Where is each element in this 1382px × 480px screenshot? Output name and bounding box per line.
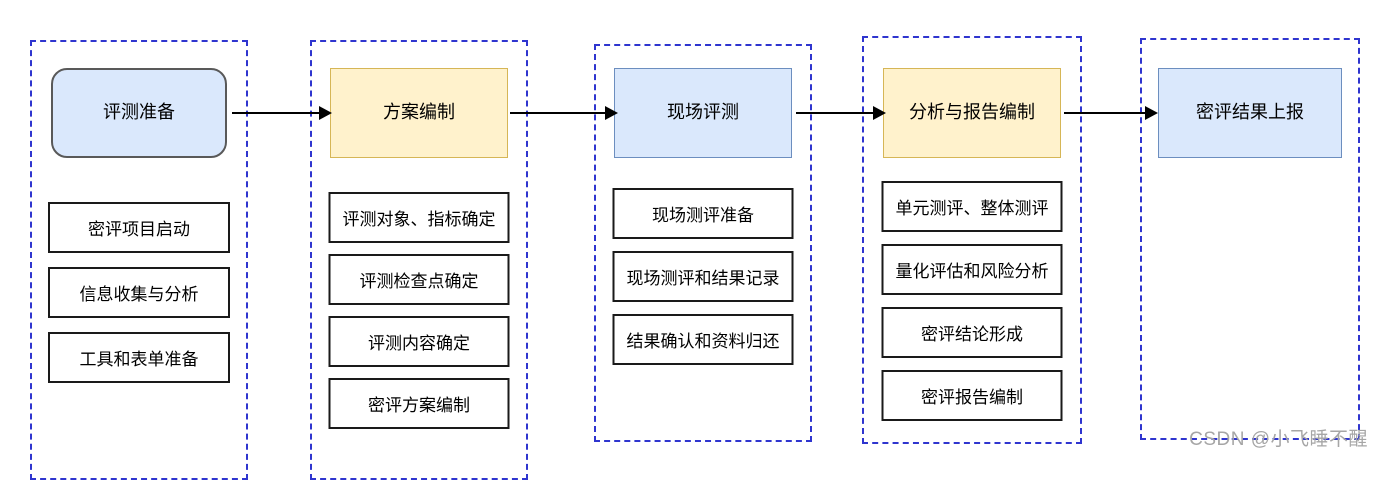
phase-steps-onsite: 现场测评准备 现场测评和结果记录 结果确认和资料归还 bbox=[612, 188, 794, 365]
flow-arrow-4 bbox=[1064, 106, 1158, 120]
step-box: 工具和表单准备 bbox=[48, 332, 230, 383]
step-box: 评测检查点确定 bbox=[328, 254, 510, 305]
step-box: 现场测评准备 bbox=[612, 188, 794, 239]
phase-header-preparation: 评测准备 bbox=[51, 68, 227, 158]
step-box: 现场测评和结果记录 bbox=[612, 251, 794, 302]
step-box: 单元测评、整体测评 bbox=[881, 181, 1063, 232]
phase-header-label: 方案编制 bbox=[383, 102, 455, 123]
step-box: 评测内容确定 bbox=[328, 316, 510, 367]
phase-container-result-report: 密评结果上报 bbox=[1140, 38, 1360, 440]
flow-arrow-2 bbox=[510, 106, 618, 120]
step-box: 信息收集与分析 bbox=[48, 267, 230, 318]
phase-container-onsite: 现场评测 现场测评准备 现场测评和结果记录 结果确认和资料归还 bbox=[594, 44, 812, 442]
csdn-watermark: CSDN @小飞睡不醒 bbox=[1189, 429, 1368, 450]
phase-header-result-report: 密评结果上报 bbox=[1158, 68, 1342, 158]
flow-arrow-3 bbox=[796, 106, 886, 120]
arrow-shaft bbox=[510, 112, 605, 114]
phase-header-plan: 方案编制 bbox=[330, 68, 508, 158]
phase-steps-preparation: 密评项目启动 信息收集与分析 工具和表单准备 bbox=[48, 202, 230, 383]
phase-container-plan: 方案编制 评测对象、指标确定 评测检查点确定 评测内容确定 密评方案编制 bbox=[310, 40, 528, 480]
step-box: 量化评估和风险分析 bbox=[881, 244, 1063, 295]
arrow-right-icon bbox=[319, 106, 332, 120]
phase-container-analysis-report: 分析与报告编制 单元测评、整体测评 量化评估和风险分析 密评结论形成 密评报告编… bbox=[862, 36, 1082, 444]
step-box: 密评方案编制 bbox=[328, 378, 510, 429]
phase-container-preparation: 评测准备 密评项目启动 信息收集与分析 工具和表单准备 bbox=[30, 40, 248, 480]
arrow-right-icon bbox=[605, 106, 618, 120]
phase-header-label: 评测准备 bbox=[103, 102, 175, 123]
phase-steps-plan: 评测对象、指标确定 评测检查点确定 评测内容确定 密评方案编制 bbox=[328, 192, 510, 429]
step-box: 评测对象、指标确定 bbox=[328, 192, 510, 243]
flow-arrow-1 bbox=[232, 106, 332, 120]
step-box: 密评项目启动 bbox=[48, 202, 230, 253]
phase-header-analysis-report: 分析与报告编制 bbox=[883, 68, 1061, 158]
phase-header-onsite: 现场评测 bbox=[614, 68, 792, 158]
step-box: 密评结论形成 bbox=[881, 307, 1063, 358]
step-box: 结果确认和资料归还 bbox=[612, 314, 794, 365]
arrow-right-icon bbox=[1145, 106, 1158, 120]
flowchart-canvas: 评测准备 密评项目启动 信息收集与分析 工具和表单准备 方案编制 评测对象、指标… bbox=[30, 36, 1368, 480]
arrow-shaft bbox=[1064, 112, 1145, 114]
phase-header-label: 密评结果上报 bbox=[1196, 102, 1304, 123]
phase-steps-analysis-report: 单元测评、整体测评 量化评估和风险分析 密评结论形成 密评报告编制 bbox=[881, 181, 1063, 421]
phase-header-label: 现场评测 bbox=[667, 102, 739, 123]
arrow-shaft bbox=[232, 112, 319, 114]
arrow-right-icon bbox=[873, 106, 886, 120]
arrow-shaft bbox=[796, 112, 873, 114]
step-box: 密评报告编制 bbox=[881, 370, 1063, 421]
phase-header-label: 分析与报告编制 bbox=[909, 102, 1035, 123]
